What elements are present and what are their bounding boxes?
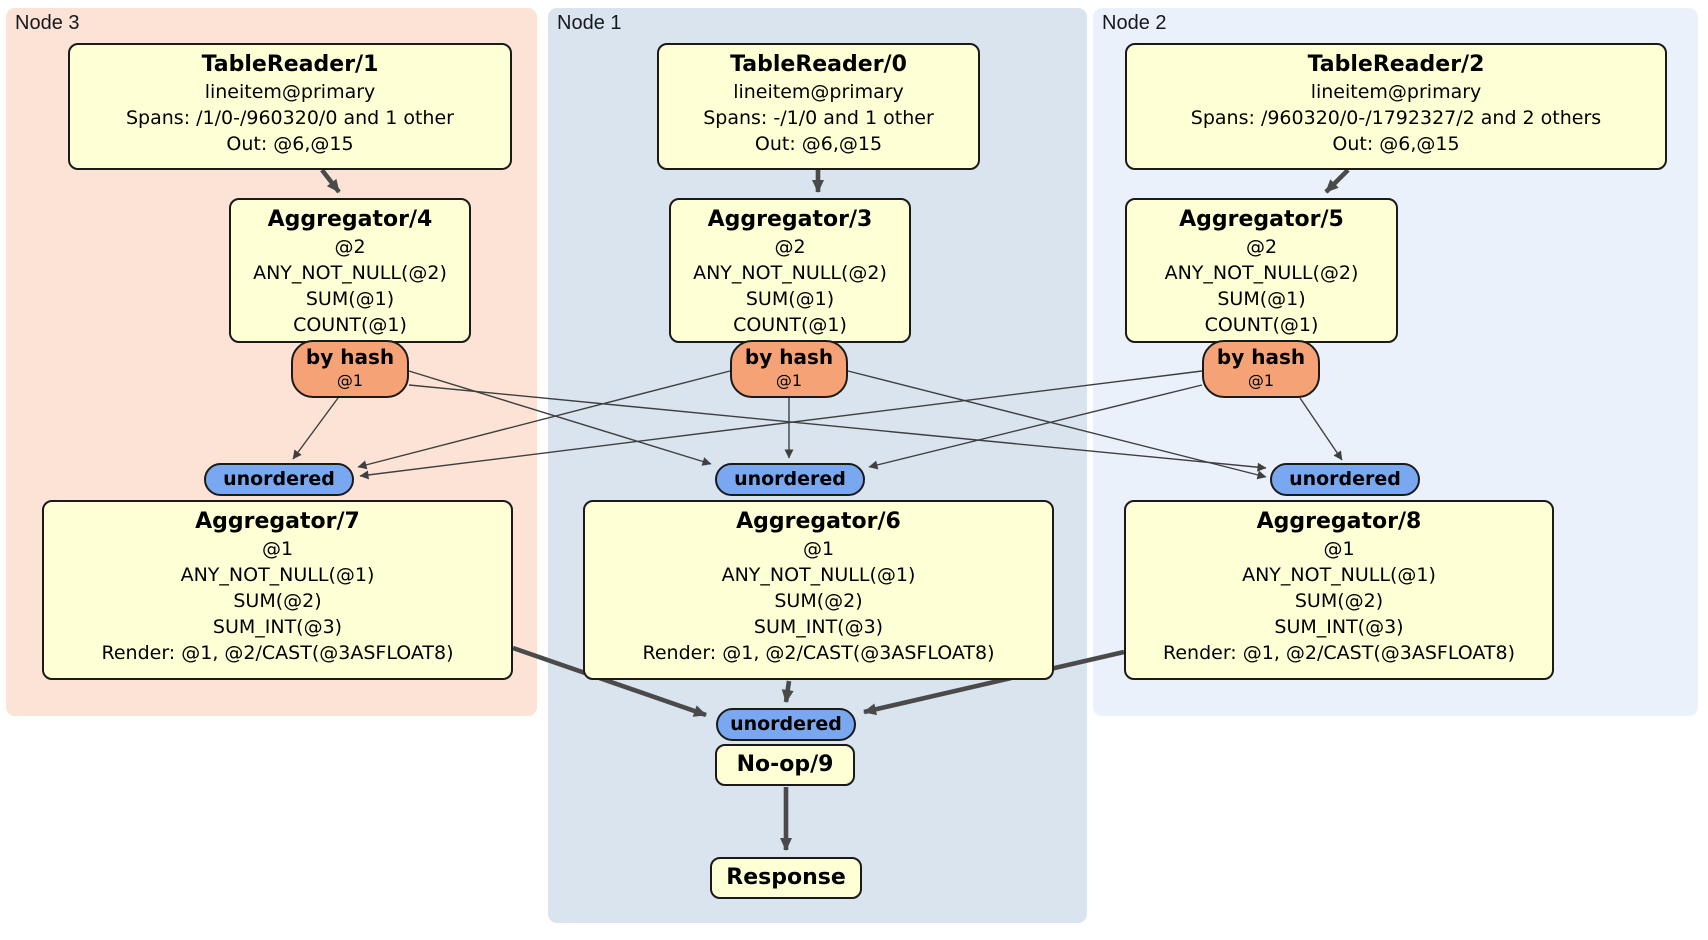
router-detail: @1: [336, 371, 364, 390]
processor-detail: Out: @6,@15: [1332, 133, 1460, 155]
processor-title: Aggregator/6: [736, 509, 901, 534]
edge-hash1-sync3: [357, 370, 731, 470]
processor-detail: @1: [261, 538, 294, 560]
edge-hash2-sync2: [1299, 397, 1343, 461]
aggregator-6-box: Aggregator/6 @1 ANY_NOT_NULL(@1) SUM(@2)…: [583, 500, 1054, 680]
processor-detail: Out: @6,@15: [226, 133, 354, 155]
node1-label: Node 1: [557, 12, 622, 34]
router-detail: @1: [1247, 371, 1275, 390]
processor-detail: @2: [334, 236, 366, 258]
processor-detail: Spans: -/1/0 and 1 other: [703, 107, 934, 129]
hash-router-node2: by hash @1: [1202, 340, 1320, 398]
router-label: by hash: [1216, 345, 1306, 369]
processor-title: TableReader/2: [1307, 52, 1485, 77]
edge-hash2-sync3: [359, 370, 1203, 480]
edge-hash3-sync1: [408, 370, 712, 466]
processor-title: Aggregator/8: [1256, 509, 1422, 534]
processor-detail: @1: [802, 538, 835, 560]
processor-detail: Spans: /1/0-/960320/0 and 1 other: [126, 107, 454, 129]
processor-title: Aggregator/5: [1179, 207, 1344, 232]
tablereader-2-box: TableReader/2 lineitem@primary Spans: /9…: [1125, 43, 1667, 170]
processor-detail: Render: @1, @2/CAST(@3ASFLOAT8): [1163, 642, 1515, 664]
aggregator-3-box: Aggregator/3 @2 ANY_NOT_NULL(@2) SUM(@1)…: [669, 198, 911, 343]
aggregator-4-box: Aggregator/4 @2 ANY_NOT_NULL(@2) SUM(@1)…: [229, 198, 471, 343]
processor-detail: SUM(@2): [1294, 590, 1384, 612]
processor-detail: Render: @1, @2/CAST(@3ASFLOAT8): [101, 642, 454, 664]
processor-title: Aggregator/7: [195, 509, 360, 534]
noop-9-box: No-op/9: [715, 744, 855, 786]
tablereader-1-box: TableReader/1 lineitem@primary Spans: /1…: [68, 43, 512, 170]
processor-title: Response: [726, 865, 846, 890]
processor-detail: SUM(@1): [745, 288, 835, 310]
router-label: by hash: [744, 345, 834, 369]
processor-detail: Render: @1, @2/CAST(@3ASFLOAT8): [642, 642, 995, 664]
router-label: by hash: [305, 345, 395, 369]
edge-hash3-sync2: [408, 384, 1267, 472]
processor-detail: ANY_NOT_NULL(@1): [1242, 564, 1436, 586]
processor-detail: SUM(@1): [305, 288, 395, 310]
processor-detail: ANY_NOT_NULL(@2): [253, 262, 447, 284]
tablereader-0-box: TableReader/0 lineitem@primary Spans: -/…: [657, 43, 980, 170]
edge-tr1-agg4: [320, 168, 341, 194]
processor-detail: COUNT(@1): [733, 314, 847, 336]
hash-router-node1: by hash @1: [730, 340, 848, 398]
processor-detail: lineitem@primary: [204, 81, 376, 103]
processor-detail: SUM_INT(@3): [753, 616, 884, 638]
unordered-sync-node2: unordered: [1270, 463, 1420, 496]
processor-detail: SUM(@2): [774, 590, 863, 612]
processor-detail: @2: [774, 236, 806, 258]
processor-detail: @2: [1245, 236, 1278, 258]
aggregator-8-box: Aggregator/8 @1 ANY_NOT_NULL(@1) SUM(@2)…: [1124, 500, 1554, 680]
edge-hash1-sync2: [847, 370, 1267, 480]
processor-detail: COUNT(@1): [293, 314, 407, 336]
processor-title: No-op/9: [736, 752, 834, 777]
processor-title: Aggregator/4: [267, 207, 433, 232]
node3-label: Node 3: [15, 12, 80, 34]
processor-detail: @1: [1323, 538, 1355, 560]
processor-title: Aggregator/3: [707, 207, 873, 232]
processor-detail: ANY_NOT_NULL(@2): [1164, 262, 1359, 284]
aggregator-7-box: Aggregator/7 @1 ANY_NOT_NULL(@1) SUM(@2)…: [42, 500, 513, 680]
response-box: Response: [710, 857, 862, 899]
processor-detail: SUM_INT(@3): [212, 616, 343, 638]
processor-detail: lineitem@primary: [1310, 81, 1482, 103]
unordered-sync-final: unordered: [716, 708, 856, 741]
processor-title: TableReader/0: [730, 52, 907, 77]
edge-tr2-agg5: [1324, 168, 1350, 194]
processor-detail: ANY_NOT_NULL(@1): [721, 564, 916, 586]
node2-label: Node 2: [1102, 12, 1167, 34]
processor-detail: Out: @6,@15: [754, 133, 883, 155]
router-detail: @1: [775, 371, 803, 390]
processor-detail: ANY_NOT_NULL(@1): [180, 564, 375, 586]
hash-router-node3: by hash @1: [291, 340, 409, 398]
unordered-sync-node1: unordered: [715, 463, 865, 496]
edge-hash2-sync1: [868, 384, 1203, 470]
edge-hash3-sync3: [292, 397, 339, 460]
processor-title: TableReader/1: [201, 52, 379, 77]
processor-detail: SUM(@2): [233, 590, 322, 612]
processor-detail: lineitem@primary: [733, 81, 904, 103]
processor-detail: ANY_NOT_NULL(@2): [693, 262, 887, 284]
aggregator-5-box: Aggregator/5 @2 ANY_NOT_NULL(@2) SUM(@1)…: [1125, 198, 1398, 343]
processor-detail: SUM(@1): [1217, 288, 1306, 310]
processor-detail: COUNT(@1): [1204, 314, 1319, 336]
edge-agg7-syncfinal: [512, 645, 707, 718]
edge-agg8-syncfinal: [863, 649, 1125, 716]
processor-detail: SUM_INT(@3): [1274, 616, 1404, 638]
edge-agg6-syncfinal: [781, 680, 794, 703]
processor-detail: Spans: /960320/0-/1792327/2 and 2 others: [1190, 107, 1602, 129]
unordered-sync-node3: unordered: [204, 463, 354, 496]
